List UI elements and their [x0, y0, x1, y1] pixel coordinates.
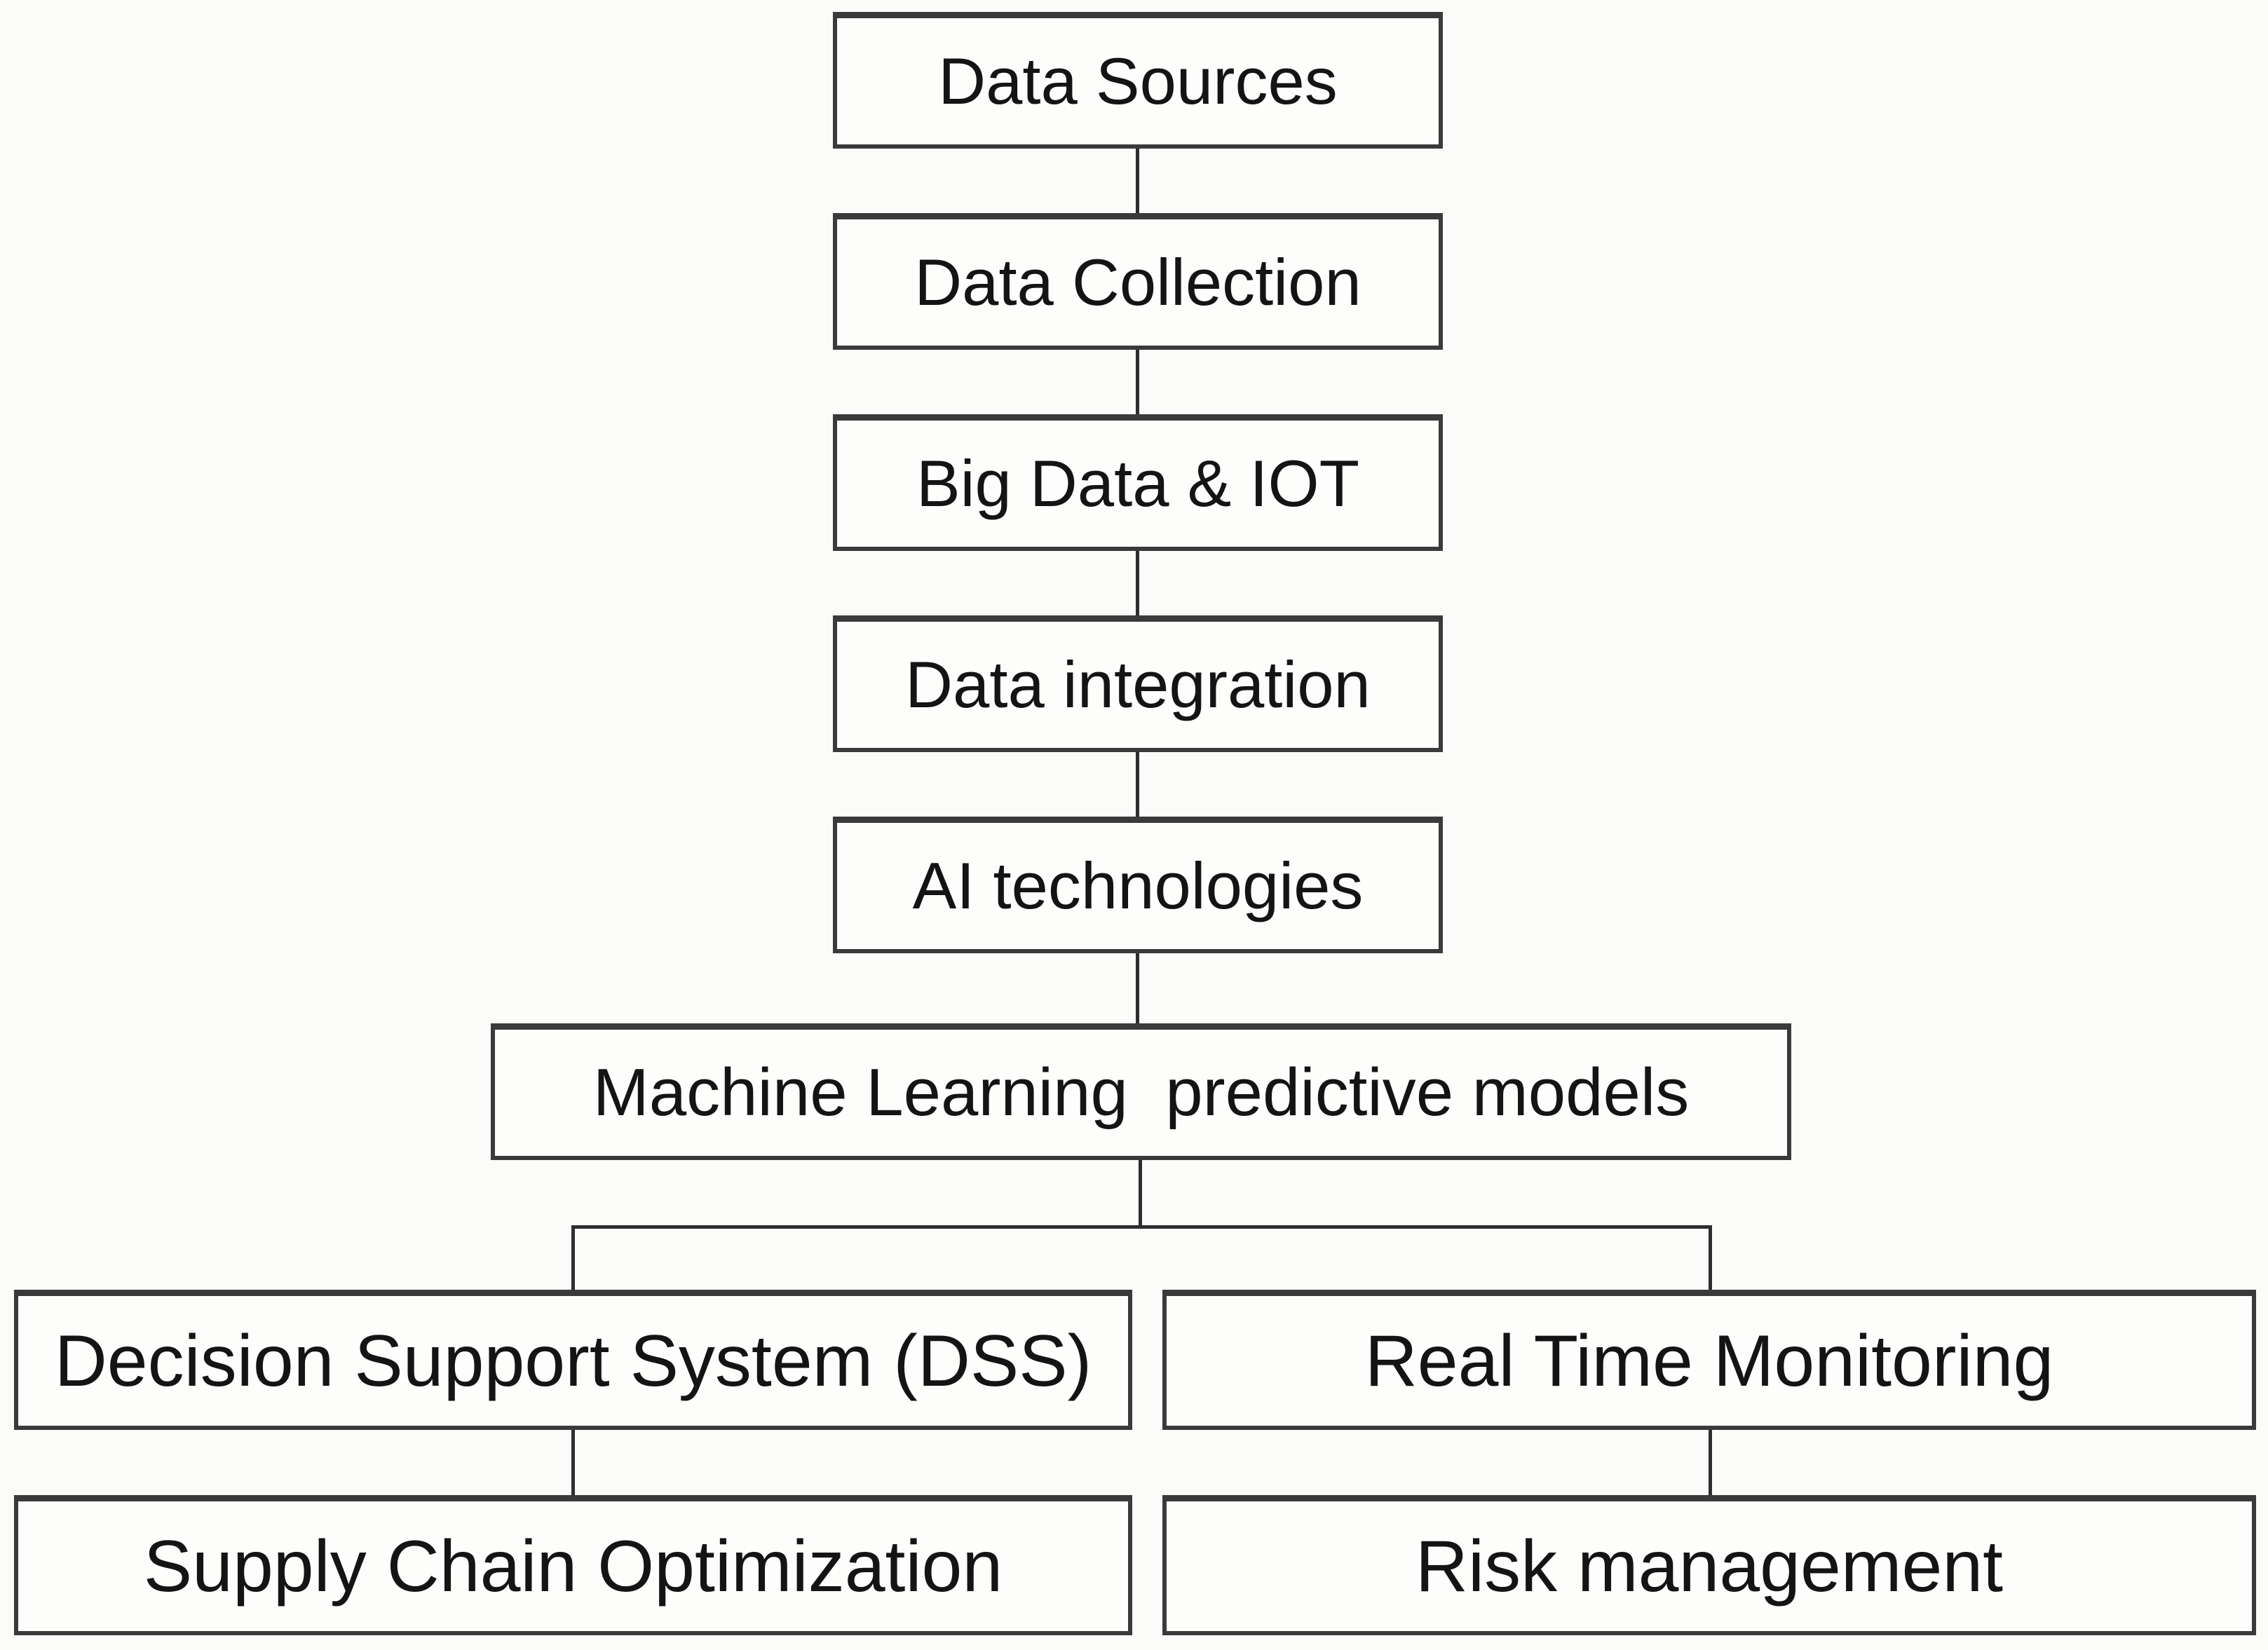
connector-branch-bar-horizontal [571, 1225, 1712, 1229]
connector-dss-to-supply-chain-optimization [571, 1430, 575, 1495]
connector-branch-to-dss [571, 1227, 575, 1290]
connector-branch-to-real-time-monitoring [1709, 1227, 1712, 1290]
node-label-risk-management: Risk management [1415, 1525, 2004, 1607]
node-data-collection: Data Collection [833, 213, 1443, 350]
node-data-sources: Data Sources [833, 12, 1443, 149]
connector-data-sources-to-data-collection [1136, 149, 1139, 213]
connector-big-data-iot-to-data-integration [1136, 551, 1139, 615]
connector-ml-to-branch-bar [1139, 1160, 1142, 1227]
node-real-time-monitoring: Real Time Monitoring [1162, 1290, 2256, 1430]
node-ml-predictive-models: Machine Learning predictive models [491, 1023, 1791, 1160]
node-risk-management: Risk management [1162, 1495, 2256, 1635]
connector-rtm-to-risk-management [1709, 1430, 1712, 1495]
node-label-supply-chain-optimization: Supply Chain Optimization [143, 1525, 1003, 1607]
node-label-data-collection: Data Collection [914, 245, 1362, 319]
node-label-ai-technologies: AI technologies [912, 849, 1364, 922]
node-big-data-iot: Big Data & IOT [833, 414, 1443, 551]
node-label-real-time-monitoring: Real Time Monitoring [1364, 1320, 2054, 1402]
connector-data-integration-to-ai-technologies [1136, 752, 1139, 817]
connector-data-collection-to-big-data-iot [1136, 350, 1139, 414]
node-label-big-data-iot: Big Data & IOT [916, 446, 1360, 520]
node-data-integration: Data integration [833, 615, 1443, 752]
node-decision-support-system: Decision Support System (DSS) [14, 1290, 1132, 1430]
node-label-decision-support-system: Decision Support System (DSS) [54, 1320, 1092, 1402]
node-label-data-integration: Data integration [905, 648, 1371, 721]
connector-ai-technologies-to-ml [1136, 953, 1139, 1023]
node-label-ml-predictive-models: Machine Learning predictive models [592, 1055, 1690, 1130]
node-supply-chain-optimization: Supply Chain Optimization [14, 1495, 1132, 1635]
node-ai-technologies: AI technologies [833, 817, 1443, 953]
node-label-data-sources: Data Sources [938, 44, 1338, 118]
